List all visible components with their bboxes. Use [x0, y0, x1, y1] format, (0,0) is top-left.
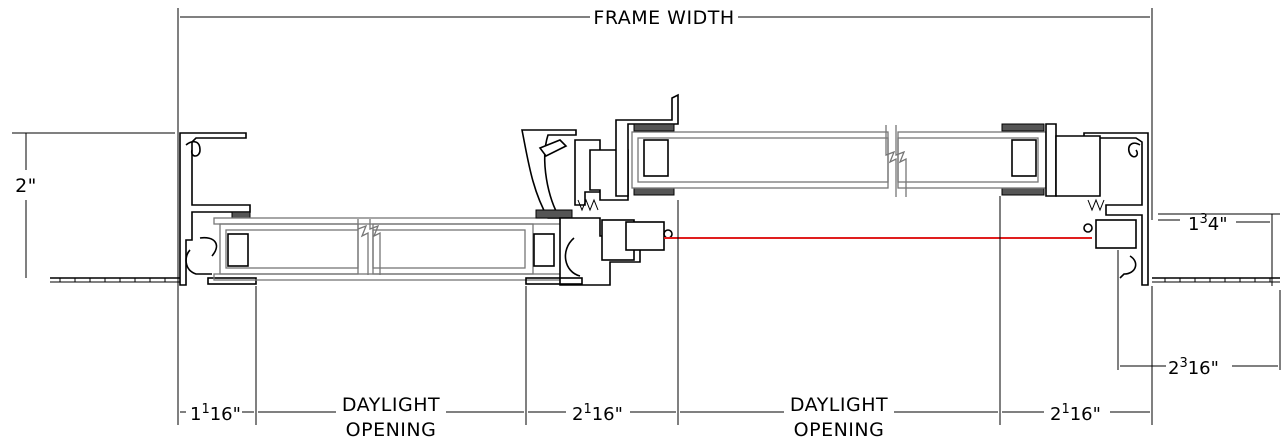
- svg-text:2116": 2116": [572, 402, 623, 425]
- daylight-opening-right-line2: OPENING: [794, 419, 885, 441]
- bottom-seg5-den: 16: [1070, 404, 1093, 425]
- left-sill: [50, 277, 180, 283]
- bottom-seg3-den: 16: [592, 404, 615, 425]
- frame-width-dimension: FRAME WIDTH: [177, 7, 1153, 286]
- left-jamb-extrusion: [179, 132, 257, 286]
- bottom-seg1-whole: 1: [190, 404, 201, 425]
- bottom-seg3-num: 1: [583, 402, 591, 417]
- offset-num: 3: [1179, 356, 1187, 371]
- svg-text:2316": 2316": [1168, 356, 1219, 379]
- depth-suffix: ": [1219, 214, 1227, 235]
- right-sill: [1152, 277, 1280, 283]
- left-sash: [213, 217, 565, 281]
- bottom-seg5-whole: 2: [1050, 404, 1061, 425]
- right-jamb-extrusion: [1055, 132, 1149, 286]
- depth-whole: 1: [1188, 214, 1199, 235]
- height-label: 2": [15, 175, 37, 197]
- offset-den: 16: [1188, 358, 1211, 379]
- height-dimension: 2": [12, 132, 175, 278]
- bottom-seg1-num: 1: [201, 402, 209, 417]
- svg-text:134": 134": [1188, 212, 1227, 235]
- offset-whole: 2: [1168, 358, 1179, 379]
- right-sash: [615, 93, 1057, 197]
- svg-text:2116": 2116": [1050, 402, 1101, 425]
- bottom-dimension-string: 1116" DAYLIGHT OPENING 2116" DAYLIGHT OP…: [177, 196, 1153, 441]
- bottom-seg1-den: 16: [210, 404, 233, 425]
- daylight-opening-left-line1: DAYLIGHT: [342, 394, 440, 416]
- bottom-seg5-num: 1: [1061, 402, 1069, 417]
- bottom-seg3-whole: 2: [572, 404, 583, 425]
- bottom-seg5-suffix: ": [1093, 404, 1101, 425]
- depth-den: 4: [1208, 214, 1219, 235]
- daylight-opening-right-line1: DAYLIGHT: [790, 394, 888, 416]
- daylight-opening-left-line2: OPENING: [346, 419, 437, 441]
- bottom-seg3-suffix: ": [615, 404, 623, 425]
- depth-num: 3: [1199, 212, 1207, 227]
- offset-suffix: ": [1211, 358, 1219, 379]
- bottom-seg1-suffix: ": [233, 404, 241, 425]
- right-depth-dimension: 134": [1158, 212, 1280, 286]
- right-offset-dimension: 2316": [1117, 250, 1281, 379]
- svg-text:1116": 1116": [190, 402, 241, 425]
- frame-width-label: FRAME WIDTH: [593, 7, 734, 29]
